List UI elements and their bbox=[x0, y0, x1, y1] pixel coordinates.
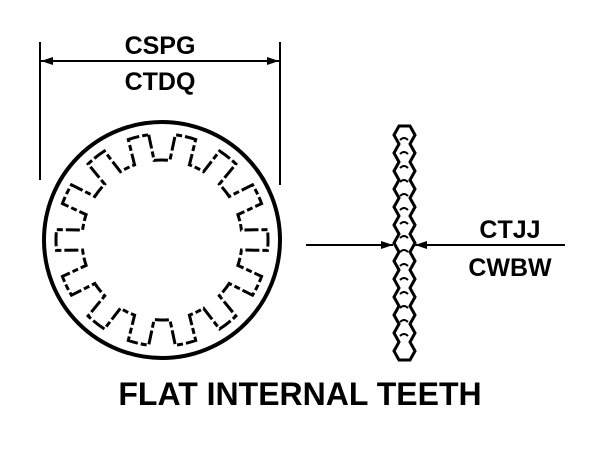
thickness-label-top: CTJJ bbox=[479, 216, 540, 244]
washer-outer-circle bbox=[42, 120, 282, 360]
thickness-label-bottom: CWBW bbox=[468, 254, 552, 282]
washer-internal-teeth bbox=[54, 133, 270, 347]
washer-side-view bbox=[392, 124, 417, 362]
diagram-title: FLAT INTERNAL TEETH bbox=[118, 376, 481, 412]
diameter-label-top: CSPG bbox=[125, 32, 196, 60]
washer-side-texture bbox=[399, 137, 409, 337]
diameter-label-bottom: CTDQ bbox=[125, 68, 196, 96]
